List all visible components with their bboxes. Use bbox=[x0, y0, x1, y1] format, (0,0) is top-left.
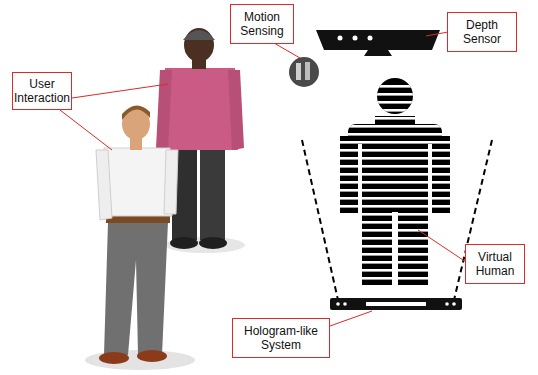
base-dot bbox=[452, 302, 456, 306]
silhouette-stripe bbox=[330, 205, 460, 208]
callout-text: Motion Sensing bbox=[235, 10, 289, 38]
callout-box: Virtual Human bbox=[465, 244, 525, 284]
head bbox=[184, 28, 214, 62]
silhouette-stripe bbox=[330, 117, 460, 120]
shoe bbox=[99, 352, 129, 364]
silhouette-stripe bbox=[330, 141, 460, 144]
silhouette-stripe bbox=[330, 157, 460, 160]
silhouette-stripe bbox=[330, 165, 460, 168]
silhouette-stripe bbox=[330, 213, 460, 216]
frame-dash bbox=[302, 140, 338, 300]
silhouette-stripe bbox=[330, 197, 460, 200]
arm bbox=[156, 70, 172, 150]
virtual-human-silhouette bbox=[330, 76, 460, 296]
shirt bbox=[162, 68, 238, 150]
leader-line bbox=[330, 311, 372, 326]
leader-lines bbox=[60, 32, 466, 326]
motion-thumbnail bbox=[289, 57, 319, 87]
leader-line bbox=[274, 43, 300, 58]
silhouette-stripe bbox=[330, 293, 460, 296]
silhouette-stripes bbox=[330, 85, 460, 296]
sensor-lens bbox=[368, 36, 373, 41]
silhouette-stripe bbox=[330, 261, 460, 264]
arm bbox=[96, 150, 112, 220]
silhouette-fill bbox=[330, 76, 460, 288]
callout-box: Depth Sensor bbox=[447, 12, 517, 52]
sensor-body bbox=[316, 30, 440, 50]
hair bbox=[122, 105, 150, 120]
silhouette-stripe bbox=[330, 237, 460, 240]
thumbnail-figure bbox=[296, 63, 301, 80]
callout-box: Hologram-like System bbox=[232, 318, 330, 358]
callout-text: Hologram-like System bbox=[237, 324, 325, 352]
trousers bbox=[104, 222, 168, 355]
silhouette-stripe bbox=[330, 173, 460, 176]
callout-box: Motion Sensing bbox=[230, 4, 294, 44]
base-dot bbox=[343, 302, 347, 306]
silhouette-stripe bbox=[330, 85, 460, 88]
silhouette-stripe bbox=[330, 181, 460, 184]
leg bbox=[200, 148, 225, 240]
shadow bbox=[165, 237, 245, 253]
callout-box: User Interaction bbox=[12, 72, 72, 110]
base-slot bbox=[366, 302, 426, 306]
silhouette-stripe bbox=[330, 277, 460, 280]
silhouette-stripe bbox=[330, 133, 460, 136]
arm bbox=[228, 70, 244, 150]
sensor-stand bbox=[364, 50, 392, 56]
silhouette-stripe bbox=[330, 101, 460, 104]
base-dot bbox=[445, 302, 449, 306]
callout-text: Depth Sensor bbox=[452, 18, 512, 46]
cap bbox=[183, 30, 215, 40]
arm bbox=[164, 150, 178, 214]
leader-line bbox=[72, 84, 168, 98]
leader-line bbox=[418, 230, 466, 262]
depth-sensor bbox=[316, 30, 440, 56]
leader-line bbox=[426, 32, 448, 36]
hologram-base bbox=[330, 298, 462, 310]
person-white bbox=[96, 105, 178, 364]
silhouette-stripe bbox=[330, 285, 460, 288]
shirt bbox=[104, 148, 172, 216]
shadow bbox=[85, 350, 195, 370]
silhouette-stripe bbox=[330, 125, 460, 128]
shoe bbox=[137, 350, 167, 362]
silhouette-stripe bbox=[330, 269, 460, 272]
leader-line bbox=[60, 110, 112, 150]
callout-text: User Interaction bbox=[14, 77, 70, 105]
sensor-lens bbox=[353, 36, 358, 41]
thumbnail-disc bbox=[289, 57, 319, 87]
callout-text: Virtual Human bbox=[470, 250, 520, 278]
base-dot bbox=[336, 302, 340, 306]
sensor-lens bbox=[338, 36, 343, 41]
silhouette-stripe bbox=[330, 109, 460, 112]
silhouette-stripe bbox=[330, 221, 460, 224]
silhouette-stripe bbox=[330, 229, 460, 232]
silhouette-stripe bbox=[330, 253, 460, 256]
thumbnail-figure bbox=[305, 62, 310, 80]
shoe bbox=[199, 237, 227, 249]
silhouette-stripe bbox=[330, 189, 460, 192]
shoe bbox=[170, 237, 198, 249]
silhouette-stripe bbox=[330, 93, 460, 96]
silhouette-stripe bbox=[330, 149, 460, 152]
